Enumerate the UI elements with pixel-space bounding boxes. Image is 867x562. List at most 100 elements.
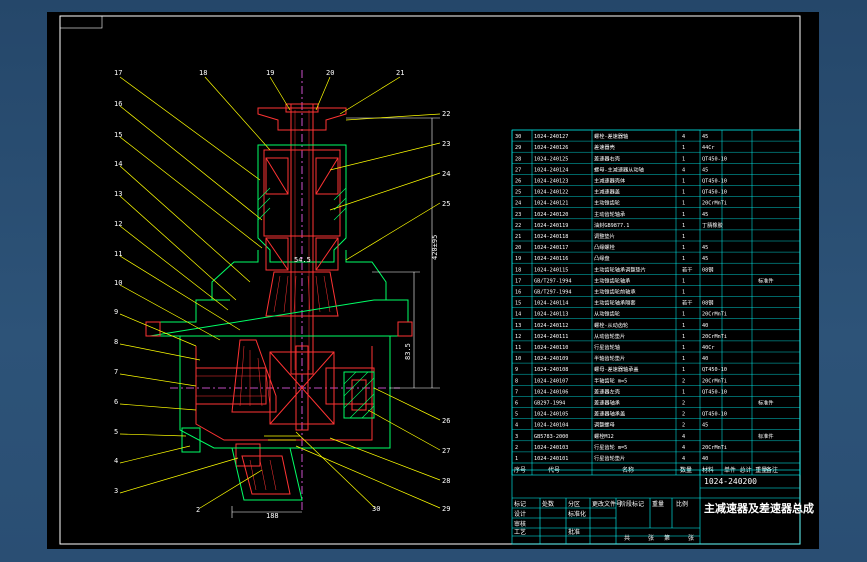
bom-cell-code: 1024-240113 xyxy=(534,312,568,318)
balloon-left-15: 2 xyxy=(196,506,200,514)
bom-cell-mat: 44Cr xyxy=(702,145,715,151)
bom-cell-no: 30 xyxy=(515,134,521,140)
bom-cell-name: 调整螺母 xyxy=(594,421,615,429)
bom-cell-qty: 1 xyxy=(682,345,685,351)
tb-zone: 分区 xyxy=(568,500,580,508)
dim-w3: 54.5 xyxy=(294,256,311,264)
bom-cell-no: 21 xyxy=(515,234,521,240)
balloon-right-4: 25 xyxy=(442,200,450,208)
bom-cell-name: 凸缘盘 xyxy=(594,254,610,262)
balloon-left-11: 6 xyxy=(114,398,118,406)
bom-cell-mat: 08钢 xyxy=(702,265,713,273)
balloon-left-6: 11 xyxy=(114,250,122,258)
bom-cell-qty: 1 xyxy=(682,389,685,395)
bom-cell-code: 1024-240121 xyxy=(534,201,568,207)
bom-cell-code: 1024-240117 xyxy=(534,245,568,251)
tb-weight: 重量 xyxy=(652,500,664,508)
title-block xyxy=(511,469,801,545)
bom-cell-qty: 4 xyxy=(682,456,685,462)
drawing-frame xyxy=(59,15,801,545)
bom-cell-mat: 40Cr xyxy=(702,345,715,351)
bom-cell-no: 24 xyxy=(515,201,521,207)
bom-cell-mat: 45 xyxy=(702,212,708,218)
bom-cell-qty: 4 xyxy=(682,134,685,140)
bom-cell-no: 25 xyxy=(515,190,521,196)
tb-sheet2: 张 xyxy=(688,534,694,542)
bom-cell-no: 14 xyxy=(515,312,521,318)
bom-cell-no: 28 xyxy=(515,156,521,162)
tb-process: 工艺 xyxy=(514,528,526,536)
bom-cell-qty: 1 xyxy=(682,256,685,262)
bom-cell-no: 16 xyxy=(515,290,521,296)
balloon-left-4: 13 xyxy=(114,190,122,198)
bom-cell-name: 行星齿轮垫片 xyxy=(594,454,625,462)
bom-cell-name: 差速器右壳 xyxy=(594,154,620,162)
bom-cell-no: 3 xyxy=(515,434,518,440)
bom-cell-qty: 1 xyxy=(682,223,685,229)
bom-cell-mat: 45 xyxy=(702,423,708,429)
bom-cell-name: 主减速器壳体 xyxy=(594,177,626,185)
bom-cell-code: 1024-240124 xyxy=(534,167,568,173)
drawing-sheet xyxy=(47,12,819,549)
bom-cell-name: 螺母-主减速器从动轴 xyxy=(594,165,644,173)
bom-cell-qty: 1 xyxy=(682,323,685,329)
bom-cell-no: 10 xyxy=(515,356,521,362)
bom-cell-no: 27 xyxy=(515,167,521,173)
bom-cell-name: 螺栓-从动齿轮 xyxy=(594,321,628,329)
bom-cell-no: 8 xyxy=(515,378,518,384)
bom-cell-name: 螺栓M12 xyxy=(594,432,614,440)
bom-cell-name: 主动齿轮轴承 xyxy=(594,210,626,218)
bom-cell-code: 1024-240103 xyxy=(534,445,568,451)
bom-cell-code: GB/T297-1994 xyxy=(534,278,571,284)
balloon-top-1: 17 xyxy=(114,69,122,77)
bom-cell-name: 半轴齿轮 m=5 xyxy=(594,376,627,384)
bom-cell-mat: QT450-10 xyxy=(702,412,727,418)
bom-cell-no: 12 xyxy=(515,334,521,340)
drawing-number: 1024-240200 xyxy=(704,477,757,486)
bom-cell-qty: 若干 xyxy=(682,299,692,307)
bom-cell-name: 从动齿轮垫片 xyxy=(594,332,625,340)
balloon-right-3: 24 xyxy=(442,170,450,178)
bom-cell-name: 凸缘螺栓 xyxy=(594,243,616,251)
bom-cell-qty: 4 xyxy=(682,167,685,173)
balloon-left-13: 4 xyxy=(114,457,118,465)
bom-cell-name: 主动锥齿轮 xyxy=(594,199,620,207)
bom-cell-name: 主动齿轮轴承调整垫片 xyxy=(594,265,646,273)
tb-scale: 比例 xyxy=(676,500,688,508)
bom-cell-note: 标准件 xyxy=(758,432,774,440)
bom-cell-qty: 4 xyxy=(682,434,685,440)
bom-cell-mat: 20CrMnTi xyxy=(702,312,727,318)
bom-cell-no: 18 xyxy=(515,267,521,273)
bom-cell-name: 差速器轴承盖 xyxy=(594,410,625,418)
balloon-top-3: 19 xyxy=(266,69,274,77)
bom-cell-qty: 1 xyxy=(682,145,685,151)
dim-h1: 83.5 xyxy=(404,343,412,360)
balloon-left-3: 14 xyxy=(114,160,122,168)
bom-cell-mat: QT450-10 xyxy=(702,156,727,162)
tb-sheet-of: 第 xyxy=(664,534,670,542)
bom-cell-no: 7 xyxy=(515,389,518,395)
bom-cell-qty: 4 xyxy=(682,445,685,451)
tb-sheet-total: 共 xyxy=(624,534,630,542)
bom-cell-mat: 20CrMnTi xyxy=(702,378,727,384)
tb-stage: 阶段标记 xyxy=(620,500,644,508)
balloon-right-7: 28 xyxy=(442,477,450,485)
bom-cell-code: 1024-240118 xyxy=(534,234,568,240)
bom-cell-no: 5 xyxy=(515,412,518,418)
bom-cell-name: 从动锥齿轮 xyxy=(594,310,620,318)
bom-cell-code: 1024-240108 xyxy=(534,367,568,373)
tb-count: 处数 xyxy=(542,500,554,508)
bom-cell-code: 1024-240125 xyxy=(534,156,568,162)
bom-cell-name: 差速器轴承 xyxy=(594,399,621,407)
assembly-section xyxy=(145,70,413,510)
leader-lines xyxy=(119,76,441,509)
bom-cell-no: 19 xyxy=(515,256,521,262)
bom-cell-no: 1 xyxy=(515,456,518,462)
balloon-top-2: 18 xyxy=(199,69,207,77)
balloon-left-5: 12 xyxy=(114,220,122,228)
bom-cell-mat: 40 xyxy=(702,323,708,329)
dimensions xyxy=(231,117,440,518)
bom-cell-code: 1024-240119 xyxy=(534,223,568,229)
